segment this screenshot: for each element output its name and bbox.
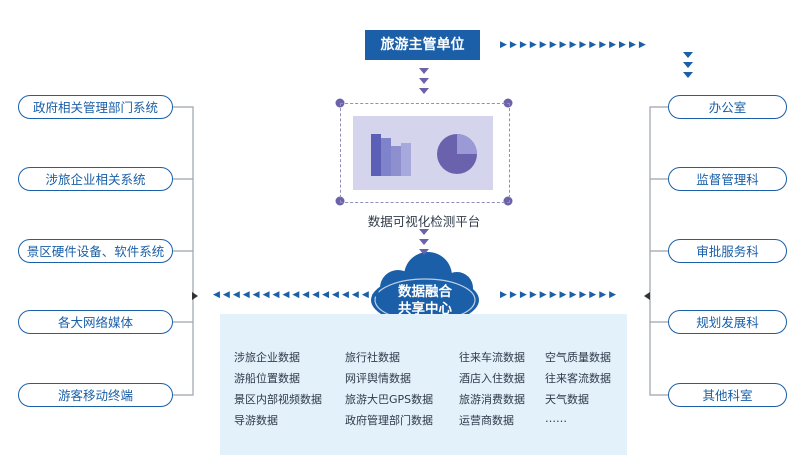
data-item: 空气质量数据 — [545, 351, 611, 364]
office-pill-other: 其他科室 — [668, 383, 787, 407]
data-item: 运营商数据 — [459, 414, 514, 427]
down-arrow-icon — [683, 52, 693, 78]
right-arrows-top: ▶▶▶▶▶▶▶▶▶▶▶▶▶▶▶ — [500, 40, 649, 50]
office-pill-planning: 规划发展科 — [668, 310, 787, 334]
office-pill-approval: 审批服务科 — [668, 239, 787, 263]
source-pill-scenic: 景区硬件设备、软件系统 — [18, 239, 173, 263]
data-item: …… — [545, 412, 567, 425]
left-arrows-middle: ◀◀◀◀◀◀◀◀◀◀◀◀◀◀◀◀◀ — [213, 290, 382, 300]
source-pill-media: 各大网络媒体 — [18, 310, 173, 334]
data-item: 往来客流数据 — [545, 372, 611, 385]
platform-label: 数据可视化检测平台 — [367, 214, 481, 229]
data-item: 涉旅企业数据 — [234, 351, 300, 364]
data-item: 旅行社数据 — [345, 351, 400, 364]
data-item: 游船位置数据 — [234, 372, 300, 385]
data-item: 网评舆情数据 — [345, 372, 411, 385]
top-unit-box: 旅游主管单位 — [365, 30, 480, 60]
platform-frame — [340, 103, 510, 203]
data-item: 旅游消费数据 — [459, 393, 525, 406]
data-item: 天气数据 — [545, 393, 589, 406]
data-item: 导游数据 — [234, 414, 278, 427]
data-item: 政府管理部门数据 — [345, 414, 433, 427]
left-bracket-tip-icon — [192, 292, 198, 300]
data-item: 景区内部视频数据 — [234, 393, 322, 406]
hub-line1: 数据融合 — [398, 284, 452, 300]
office-pill-supervision: 监督管理科 — [668, 167, 787, 191]
platform-screen — [353, 116, 493, 190]
hub-line2: 共享中心 — [398, 301, 452, 317]
data-panel — [220, 314, 627, 455]
down-arrow-icon — [419, 229, 429, 255]
right-arrows-middle: ▶▶▶▶▶▶▶▶▶▶▶▶ — [500, 290, 620, 300]
data-item: 旅游大巴GPS数据 — [345, 393, 434, 406]
source-pill-mobile: 游客移动终端 — [18, 383, 173, 407]
cloud-icon — [371, 252, 479, 324]
office-pill-admin: 办公室 — [668, 95, 787, 119]
data-item: 酒店入住数据 — [459, 372, 525, 385]
pie-chart-icon — [437, 134, 477, 174]
right-bracket-tip-icon — [644, 292, 650, 300]
data-item: 往来车流数据 — [459, 351, 525, 364]
hub-label: 数据融合 共享中心 — [378, 284, 472, 318]
down-arrow-icon — [419, 68, 429, 94]
source-pill-enterprise: 涉旅企业相关系统 — [18, 167, 173, 191]
bar-chart-icon — [371, 134, 477, 176]
source-pill-gov: 政府相关管理部门系统 — [18, 95, 173, 119]
